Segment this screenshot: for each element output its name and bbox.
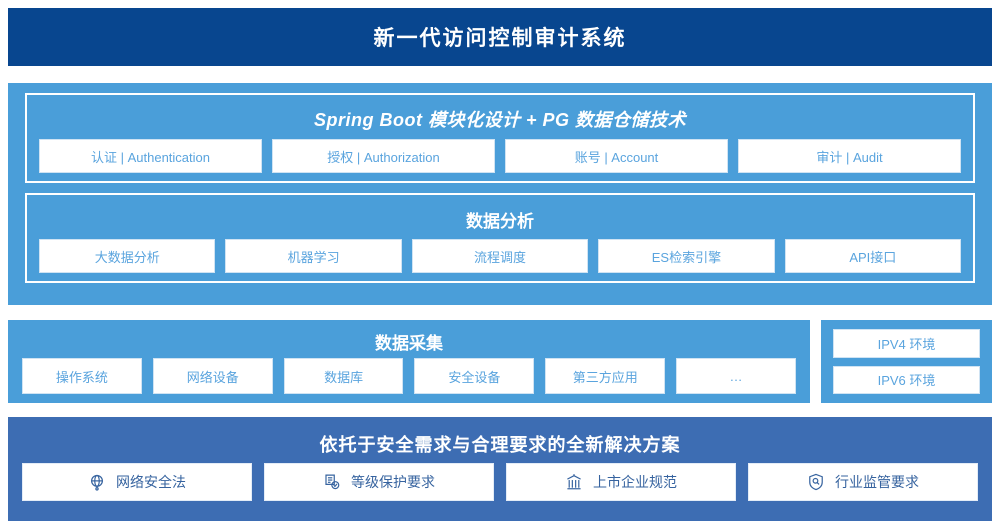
module-chip-machine-learning[interactable]: 机器学习 — [225, 239, 402, 273]
data-analysis-module-row: 大数据分析 机器学习 流程调度 ES检索引擎 API接口 — [27, 239, 973, 273]
ipv6-environment-chip[interactable]: IPV6 环境 — [833, 365, 980, 394]
data-collection-title: 数据采集 — [375, 334, 443, 353]
shield-search-icon — [807, 473, 825, 491]
bank-building-icon — [565, 473, 583, 491]
data-source-chip-third-party-app[interactable]: 第三方应用 — [545, 358, 666, 394]
springboot-group-title: Spring Boot 模块化设计 + PG 数据仓储技术 — [313, 110, 686, 130]
compliance-chip-listed-company-standard[interactable]: 上市企业规范 — [506, 463, 736, 501]
data-source-row: 操作系统 网络设备 数据库 安全设备 第三方应用 … — [8, 358, 810, 394]
compliance-chip-label: 网络安全法 — [116, 474, 186, 490]
data-analysis-group: 数据分析 大数据分析 机器学习 流程调度 ES检索引擎 API接口 — [25, 193, 975, 283]
data-source-chip-network-device[interactable]: 网络设备 — [152, 358, 273, 394]
module-chip-api-interface[interactable]: API接口 — [784, 239, 962, 273]
compliance-chip-label: 行业监管要求 — [835, 474, 919, 490]
data-source-chip-operating-system[interactable]: 操作系统 — [22, 358, 142, 394]
module-chip-authorization[interactable]: 授权 | Authorization — [272, 139, 495, 173]
module-chip-big-data-analysis[interactable]: 大数据分析 — [39, 239, 216, 273]
data-analysis-group-title: 数据分析 — [466, 212, 534, 231]
compliance-chip-classified-protection[interactable]: 等级保护要求 — [264, 463, 494, 501]
springboot-module-row: 认证 | Authentication 授权 | Authorization 账… — [27, 139, 973, 173]
ip-environment-panel: IPV4 环境 IPV6 环境 — [821, 320, 992, 403]
compliance-chip-cybersecurity-law[interactable]: 网络安全法 — [22, 463, 252, 501]
page-title: 新一代访问控制审计系统 — [373, 27, 627, 50]
data-collection-panel: 数据采集 操作系统 网络设备 数据库 安全设备 第三方应用 … — [8, 320, 810, 403]
data-source-chip-database[interactable]: 数据库 — [283, 358, 404, 394]
module-chip-account[interactable]: 账号 | Account — [505, 139, 728, 173]
compliance-panel: 依托于安全需求与合理要求的全新解决方案 网络安全法 — [8, 417, 992, 521]
data-source-chip-more[interactable]: … — [676, 358, 796, 394]
module-chip-audit[interactable]: 审计 | Audit — [738, 139, 961, 173]
data-source-chip-security-device[interactable]: 安全设备 — [414, 358, 535, 394]
compliance-chip-label: 上市企业规范 — [593, 474, 677, 490]
compliance-chip-label: 等级保护要求 — [351, 474, 435, 490]
compliance-row: 网络安全法 等级保护要求 — [8, 463, 992, 501]
document-check-icon — [323, 473, 341, 491]
platform-stack-panel: Spring Boot 模块化设计 + PG 数据仓储技术 认证 | Authe… — [8, 83, 992, 305]
module-chip-authentication[interactable]: 认证 | Authentication — [39, 139, 262, 173]
compliance-chip-industry-regulation[interactable]: 行业监管要求 — [748, 463, 978, 501]
page-header: 新一代访问控制审计系统 — [8, 8, 992, 66]
module-chip-process-scheduling[interactable]: 流程调度 — [411, 239, 589, 273]
module-chip-es-search-engine[interactable]: ES检索引擎 — [598, 239, 775, 273]
globe-icon — [88, 473, 106, 491]
ipv4-environment-chip[interactable]: IPV4 环境 — [833, 329, 980, 358]
springboot-group: Spring Boot 模块化设计 + PG 数据仓储技术 认证 | Authe… — [25, 93, 975, 183]
compliance-title: 依托于安全需求与合理要求的全新解决方案 — [319, 435, 681, 455]
